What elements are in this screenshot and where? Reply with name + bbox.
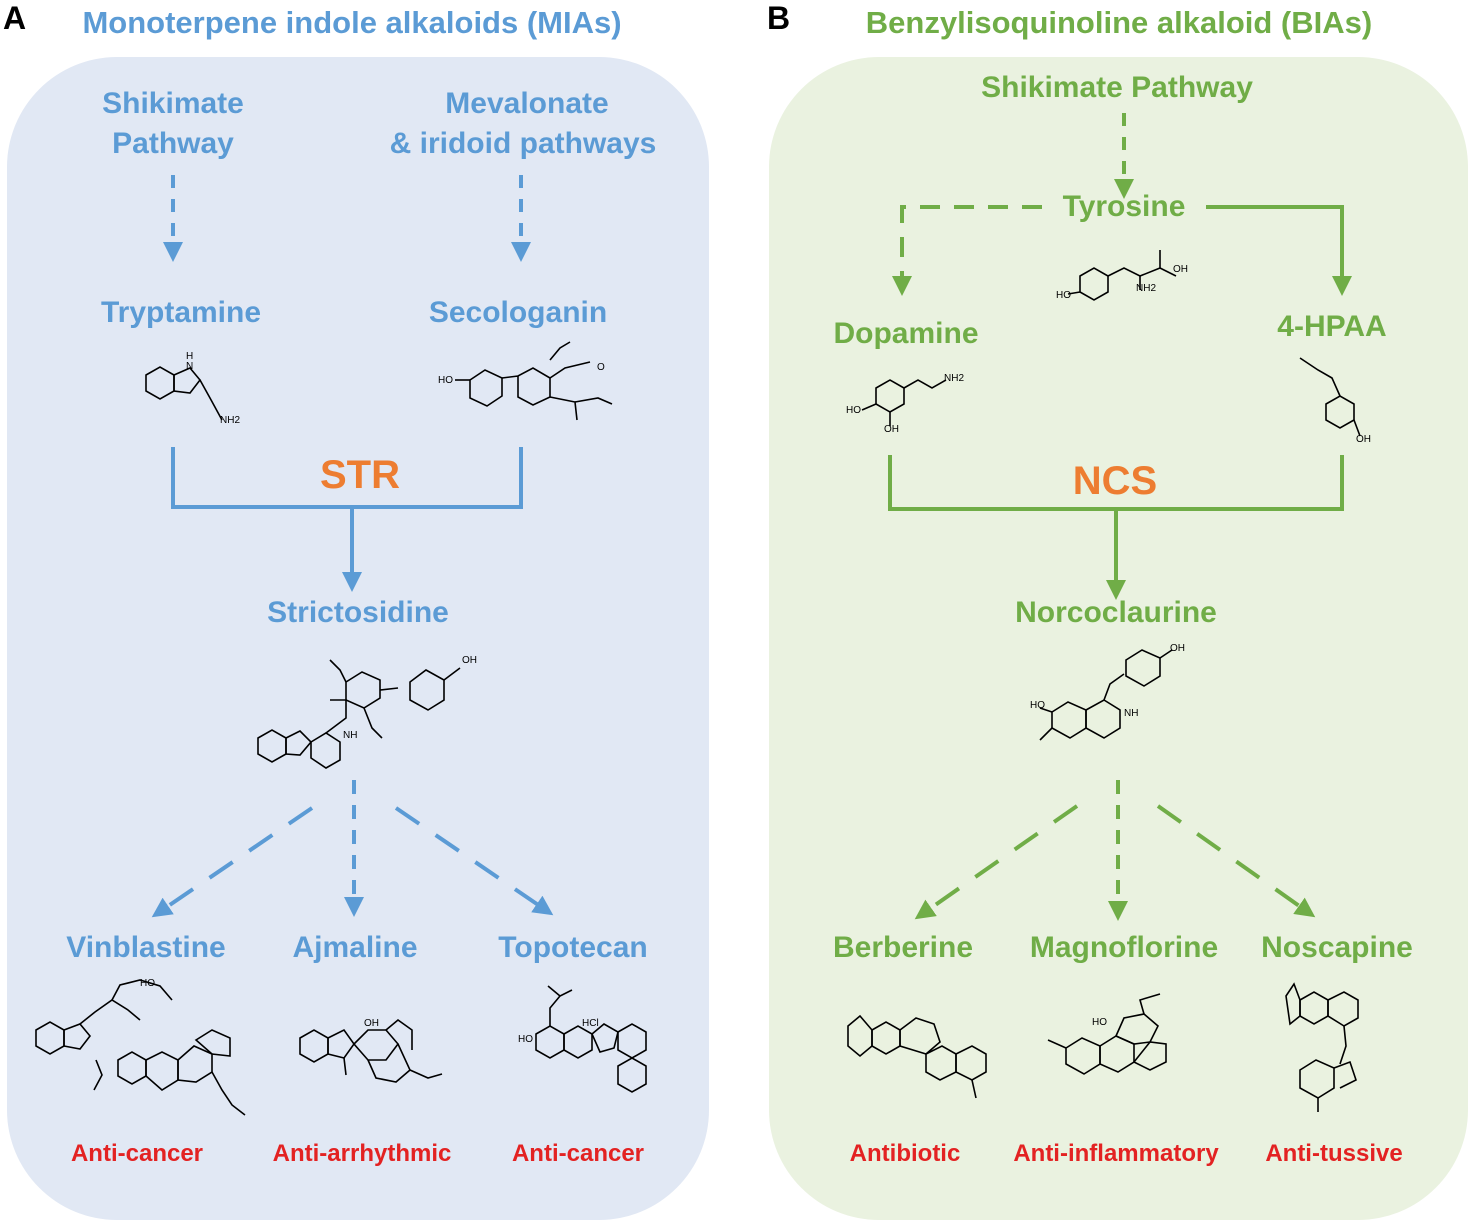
tryptamine-nh-label: H N [186, 351, 194, 372]
mevalonate-pathway-line1: Mevalonate [445, 87, 609, 120]
dopamine-oh-label: OH [884, 424, 899, 435]
norcoclaurine-nh-label: NH [1124, 708, 1139, 719]
magnoflorine-activity: Anti-inflammatory [1013, 1140, 1219, 1167]
secologanin-label: Secologanin [428, 296, 608, 329]
dopamine-label: Dopamine [833, 317, 979, 350]
vinblastine-label: Vinblastine [66, 931, 226, 964]
vinblastine-structure [35, 979, 246, 1116]
hpaa-oh-label: OH [1356, 434, 1371, 445]
strictosidine-structure [257, 659, 461, 769]
panel-b-title: Benzylisoquinoline alkaloid (BIAs) [865, 5, 1373, 40]
norcoclaurine-ho-label: HO [1030, 700, 1045, 711]
ajmaline-activity: Anti-arrhythmic [272, 1140, 452, 1167]
strictosidine-nh-label: NH [343, 730, 358, 741]
berberine-label: Berberine [832, 931, 974, 964]
bracket-str [171, 447, 523, 509]
ajmaline-label: Ajmaline [292, 931, 418, 964]
hpaa-label: 4-HPAA [1277, 310, 1387, 343]
str-enzyme-label: STR [320, 453, 400, 497]
norcoclaurine-oh-label: OH [1170, 643, 1185, 654]
panel-a-title: Monoterpene indole alkaloids (MIAs) [82, 5, 622, 40]
vinblastine-ho-label: HO [140, 978, 155, 989]
panel-a-background [7, 57, 709, 1220]
dopamine-ho-label: HO [846, 405, 861, 416]
panel-b-letter: B [767, 0, 791, 36]
arrow-tyrosine-to-4hpaa [1206, 205, 1352, 296]
hpaa-structure [1299, 357, 1361, 437]
noscapine-structure [1285, 982, 1359, 1112]
strictosidine-oh-label: OH [462, 655, 477, 666]
tryptamine-structure [145, 366, 223, 421]
arrow-to-topotecan [394, 806, 554, 916]
magnoflorine-ho-label: HO [1092, 1017, 1107, 1028]
panel-b-background [769, 57, 1468, 1220]
arrow-to-noscapine [1156, 804, 1316, 918]
berberine-structure [847, 1014, 987, 1099]
shikimate-pathway-a-line2: Pathway [112, 127, 234, 160]
arrow-to-vinblastine [151, 806, 314, 918]
arrow-tyrosine-to-dopamine [892, 205, 1042, 296]
mevalonate-pathway-line2: & iridoid pathways [389, 127, 657, 160]
secologanin-ho-label: HO [438, 375, 453, 386]
topotecan-ho-label: HO [518, 1034, 533, 1045]
berberine-activity: Antibiotic [849, 1140, 961, 1167]
ajmaline-structure [299, 1018, 443, 1083]
tyrosine-oh-label: OH [1173, 264, 1188, 275]
tyrosine-structure [1067, 250, 1177, 301]
noscapine-label: Noscapine [1261, 931, 1413, 964]
dopamine-structure [861, 379, 947, 426]
shikimate-pathway-b-label: Shikimate Pathway [981, 71, 1253, 104]
strictosidine-label: Strictosidine [267, 596, 449, 629]
shikimate-pathway-a-line1: Shikimate [102, 87, 244, 120]
tyrosine-ho-label: HO [1056, 290, 1071, 301]
norcoclaurine-structure [1039, 649, 1173, 741]
ncs-enzyme-label: NCS [1072, 459, 1158, 503]
magnoflorine-label: Magnoflorine [1029, 931, 1219, 964]
topotecan-structure [535, 985, 647, 1093]
dopamine-nh2-label: NH2 [944, 373, 965, 384]
tyrosine-label: Tyrosine [1062, 190, 1186, 223]
topotecan-activity: Anti-cancer [511, 1140, 645, 1167]
tyrosine-nh2-label: NH2 [1136, 283, 1157, 294]
noscapine-activity: Anti-tussive [1265, 1140, 1403, 1167]
vinblastine-activity: Anti-cancer [70, 1140, 204, 1167]
magnoflorine-structure [1047, 993, 1167, 1075]
ajmaline-oh-label: OH [364, 1018, 379, 1029]
norcoclaurine-label: Norcoclaurine [1015, 596, 1217, 629]
topotecan-hcl-label: HCl [582, 1018, 599, 1029]
tryptamine-nh2-label: NH2 [220, 415, 241, 426]
tryptamine-label: Tryptamine [100, 296, 262, 329]
topotecan-label: Topotecan [498, 931, 648, 964]
arrow-to-berberine [914, 804, 1079, 920]
panel-a-letter: A [3, 0, 27, 36]
secologanin-structure [455, 341, 613, 421]
secologanin-o-label: O [597, 362, 605, 373]
